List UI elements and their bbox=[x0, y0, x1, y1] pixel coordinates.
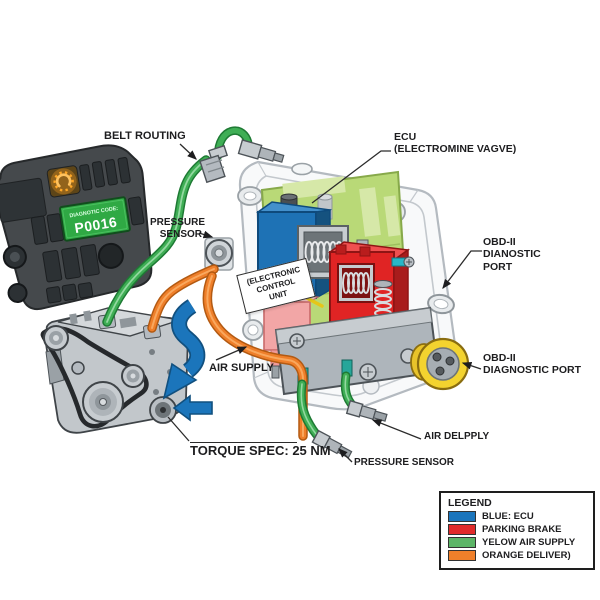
air-delivery-fitting bbox=[345, 399, 388, 422]
legend-swatch-red bbox=[448, 524, 476, 535]
pressure-sensor-bottom-label: PRESSURE SENSOR bbox=[354, 457, 455, 468]
pulleys bbox=[43, 325, 145, 423]
display-code: P0016 bbox=[73, 214, 118, 237]
top-right-fitting bbox=[237, 139, 285, 163]
legend-item-delivery: ORANGE DELIVER) bbox=[448, 550, 586, 561]
air-supply-arrow bbox=[162, 299, 206, 400]
ecu-enclosure bbox=[237, 160, 470, 411]
brake-spring bbox=[342, 272, 370, 294]
legend-item-ecu: BLUE: ECU bbox=[448, 511, 586, 522]
ecu-label-line1: ECU bbox=[394, 131, 417, 143]
ecu-label: ECU (ELECTROMINE VAGVE) bbox=[394, 131, 516, 156]
cluster-screen bbox=[0, 177, 47, 223]
torque-direction-arrow bbox=[172, 394, 213, 422]
orange-delivery-hoses bbox=[147, 264, 308, 441]
crank-pulley-boss bbox=[149, 396, 177, 424]
diagnostic-display: DIAGNOTIC CODE: P0016 bbox=[58, 196, 131, 242]
legend-title: LEGEND bbox=[448, 497, 492, 509]
engine-ribs bbox=[69, 310, 137, 329]
legend-swatch-green bbox=[448, 537, 476, 548]
ecu-label-line2: (ELECTROMINE VAGVE) bbox=[394, 143, 517, 156]
legend-item-parking-brake: PARKING BRAKE bbox=[448, 524, 586, 535]
cluster-knob-2 bbox=[7, 282, 28, 303]
air-supply-label: AIR SUPPLY bbox=[209, 362, 275, 374]
cyan-screw bbox=[391, 257, 406, 267]
belt-routing-label: BELT ROUTING bbox=[104, 130, 186, 142]
legend-box: LEGEND BLUE: ECU PARKING BRAKE YELOW AIR… bbox=[439, 491, 595, 570]
torque-spec-label: TORQUE SPEC: 25 NM bbox=[190, 443, 331, 458]
cluster-buttons bbox=[30, 157, 145, 304]
leader-lines bbox=[167, 143, 482, 463]
horizontal-spring bbox=[304, 241, 357, 263]
pressure-sensor-boss bbox=[204, 237, 234, 271]
obd-connector bbox=[410, 337, 470, 391]
top-t-fitting bbox=[199, 144, 229, 184]
cluster-round-button bbox=[97, 242, 124, 269]
air-delpply-label: AIR DELPPLY bbox=[424, 431, 490, 442]
instrument-cluster: DIAGNOTIC CODE: P0016 bbox=[0, 144, 153, 311]
obd-diagnostic-port-label: OBD-II DIAGNOSTIC PORT bbox=[483, 352, 582, 377]
obd-dianostic-port-label: OBD-II DIANOSTIC PORT bbox=[483, 236, 541, 273]
pressure-sensor-left-label: PRESSURE SENSOR bbox=[150, 217, 206, 240]
legend-swatch-orange bbox=[448, 550, 476, 561]
legend-swatch-blue bbox=[448, 511, 476, 522]
legend-item-air-supply: YELOW AIR SUPPLY bbox=[448, 537, 586, 548]
engine-compressor bbox=[40, 307, 189, 434]
warning-engine-icon bbox=[46, 165, 81, 198]
